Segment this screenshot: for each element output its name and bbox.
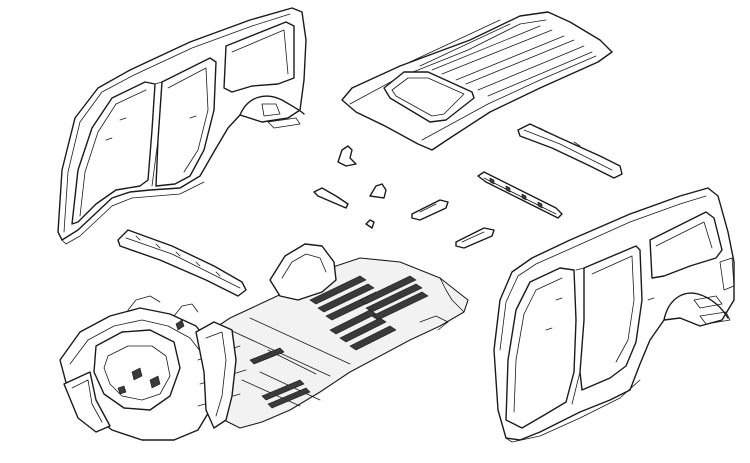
cowl-panel — [117, 229, 247, 297]
bracket-2 — [313, 187, 349, 209]
bracket-3 — [369, 183, 387, 199]
rear-roof-header — [517, 123, 623, 179]
small-brackets — [313, 145, 495, 249]
left-body-side-panel — [57, 7, 307, 245]
bracket-1 — [337, 145, 357, 167]
roof-panel — [341, 11, 613, 151]
bracket-4 — [365, 219, 375, 229]
right-body-side-panel — [493, 187, 735, 443]
bracket-6 — [455, 227, 495, 249]
center-roof-bow — [477, 171, 563, 219]
bracket-5 — [411, 199, 449, 221]
floor-and-front-structure — [59, 243, 469, 441]
